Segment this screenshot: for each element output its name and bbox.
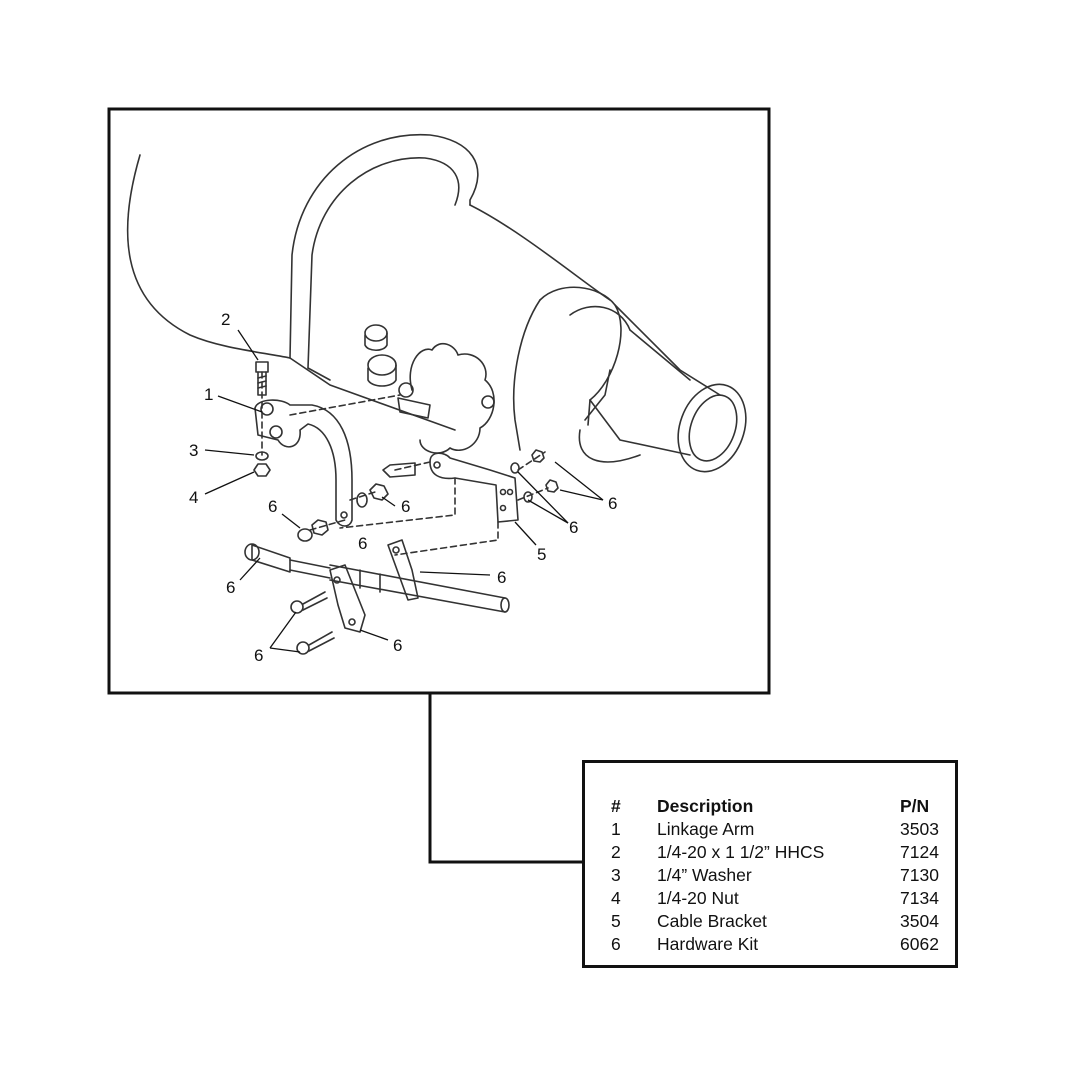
row-description: 1/4” Washer xyxy=(657,865,752,885)
connector-line xyxy=(428,693,582,864)
callout-6-bolt: 6 xyxy=(401,497,410,516)
callout-6-washer: 6 xyxy=(268,497,277,516)
callout-2: 2 xyxy=(221,310,230,329)
callout-6-screws: 6 xyxy=(254,646,263,665)
row-number: 2 xyxy=(611,842,621,862)
parts-list-header: # Description P/N xyxy=(611,795,950,818)
parts-list-box: # Description P/N 1 Linkage Arm 3503 2 1… xyxy=(582,760,958,968)
row-part-number: 7134 xyxy=(900,888,939,908)
engine-block-outline xyxy=(126,154,291,359)
cable-bracket xyxy=(429,452,519,523)
row-description: Linkage Arm xyxy=(657,819,755,839)
table-row: 3 1/4” Washer 7130 xyxy=(611,864,950,887)
callout-6-clip: 6 xyxy=(497,568,506,587)
row-description: Hardware Kit xyxy=(657,934,759,954)
header-number: # xyxy=(611,796,621,816)
row-part-number: 7130 xyxy=(900,865,939,885)
row-number: 3 xyxy=(611,865,621,885)
row-description: 1/4-20 x 1 1/2” HHCS xyxy=(657,842,825,862)
table-row: 4 1/4-20 Nut 7134 xyxy=(611,887,950,910)
row-description: 1/4-20 Nut xyxy=(657,888,739,908)
row-part-number: 3503 xyxy=(900,819,939,839)
table-row: 1 Linkage Arm 3503 xyxy=(611,818,950,841)
callout-6-cable-end: 6 xyxy=(226,578,235,597)
callout-6-bracket-nuts: 6 xyxy=(608,494,617,513)
diagram-frame xyxy=(107,107,771,695)
table-row: 6 Hardware Kit 6062 xyxy=(611,933,950,956)
row-number: 4 xyxy=(611,888,621,908)
nut xyxy=(253,463,271,477)
callout-6-bracket-washers: 6 xyxy=(569,518,578,537)
hardware-kit-parts xyxy=(297,397,559,542)
assembly-guide-lines xyxy=(261,371,549,556)
callout-5: 5 xyxy=(537,545,546,564)
row-number: 6 xyxy=(611,934,621,954)
row-part-number: 6062 xyxy=(900,934,939,954)
table-row: 2 1/4-20 x 1 1/2” HHCS 7124 xyxy=(611,841,950,864)
leader-lines xyxy=(204,329,604,653)
row-part-number: 3504 xyxy=(900,911,939,931)
row-description: Cable Bracket xyxy=(657,911,767,931)
linkage-arm xyxy=(254,399,353,527)
table-row: 5 Cable Bracket 3504 xyxy=(611,910,950,933)
screws xyxy=(290,591,335,655)
row-part-number: 7124 xyxy=(900,842,939,862)
callout-4: 4 xyxy=(189,488,198,507)
header-part-number: P/N xyxy=(900,796,930,816)
row-number: 5 xyxy=(611,911,621,931)
callout-1: 1 xyxy=(204,385,213,404)
header-description: Description xyxy=(657,796,754,816)
callout-3: 3 xyxy=(189,441,198,460)
transmission-housing xyxy=(289,133,747,473)
shift-cable xyxy=(244,539,510,633)
callout-6-nut: 6 xyxy=(358,534,367,553)
parts-list-table: # Description P/N 1 Linkage Arm 3503 2 1… xyxy=(611,795,950,956)
callout-6-lower-clip: 6 xyxy=(393,636,402,655)
row-number: 1 xyxy=(611,819,621,839)
